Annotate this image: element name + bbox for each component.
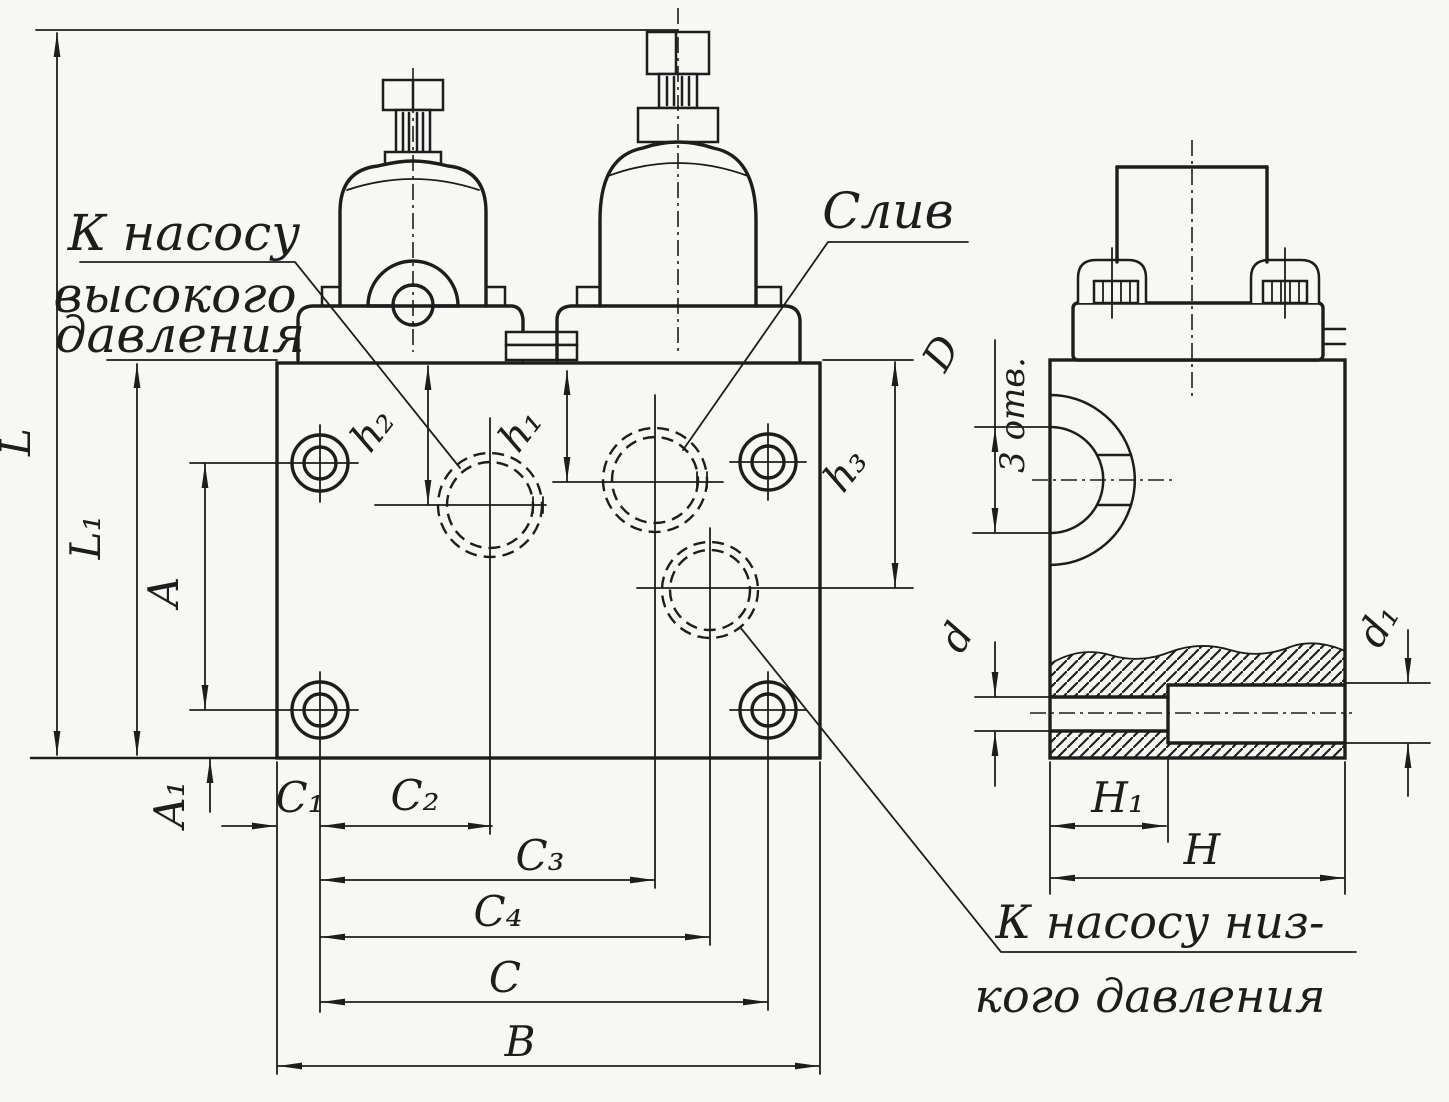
label-C1: C₁: [276, 773, 325, 822]
side-view: D 3 отв. d d₁ H₁ H: [913, 140, 1431, 895]
label-C3: C₃: [516, 831, 565, 880]
centerlines-front: [189, 8, 914, 711]
valve-block-face: [275, 361, 822, 760]
side-port-D: [1032, 393, 1172, 567]
front-view: L L₁ A A₁ C₁ C₂ C₃ C₄ C B h₂ h₁ h₃: [0, 8, 914, 1075]
annotation-high-pressure-line2: высокого: [53, 266, 296, 324]
label-A: A: [139, 577, 188, 611]
label-D: D: [913, 328, 969, 380]
label-d: d: [930, 615, 983, 660]
side-bolt-left: [1076, 247, 1148, 319]
annotation-low-pressure-line1: К насосу низ-: [994, 895, 1324, 949]
valve-base-small: [296, 304, 525, 362]
side-base-plate: [1071, 301, 1325, 362]
side-bolt-right: [1249, 247, 1321, 319]
leader-high-pressure: [79, 261, 461, 469]
label-d1: d₁: [1348, 596, 1409, 655]
relief-valve-small: [296, 78, 525, 362]
annotations: К насосу высокого давления Слив К насосу…: [53, 182, 1357, 1023]
leader-low-pressure: [739, 626, 1357, 953]
label-L: L: [0, 428, 40, 457]
label-h3: h₃: [815, 439, 877, 500]
label-A1: A₁: [145, 780, 194, 831]
callout-high-pressure: К насосу высокого давления: [53, 204, 461, 469]
label-C: C: [489, 953, 521, 1002]
label-holes-note: 3 отв.: [993, 357, 1033, 473]
annotation-high-pressure-line3: давления: [55, 306, 305, 364]
dimensions-front: [53, 32, 899, 1070]
label-C4: C₄: [474, 887, 523, 936]
dimensions-side: [991, 339, 1412, 882]
annotation-low-pressure-line2: кого давления: [975, 969, 1326, 1023]
annotation-high-pressure-line1: К насосу: [67, 204, 300, 262]
side-valve-body: [1115, 165, 1269, 264]
callout-low-pressure: К насосу низ- кого давления: [739, 626, 1357, 1023]
label-H1: H₁: [1090, 773, 1144, 822]
port-boss: [504, 330, 579, 362]
extension-lines-side: [972, 426, 1431, 895]
label-H: H: [1183, 825, 1222, 874]
label-B: B: [504, 1017, 536, 1066]
side-bore-section: [1030, 642, 1352, 757]
extension-lines-front: [29, 29, 914, 1075]
callout-drain: Слив: [682, 182, 969, 451]
label-C2: C₂: [391, 771, 440, 820]
label-L1: L₁: [61, 515, 110, 561]
leader-drain: [682, 241, 969, 451]
annotation-drain: Слив: [822, 182, 953, 240]
